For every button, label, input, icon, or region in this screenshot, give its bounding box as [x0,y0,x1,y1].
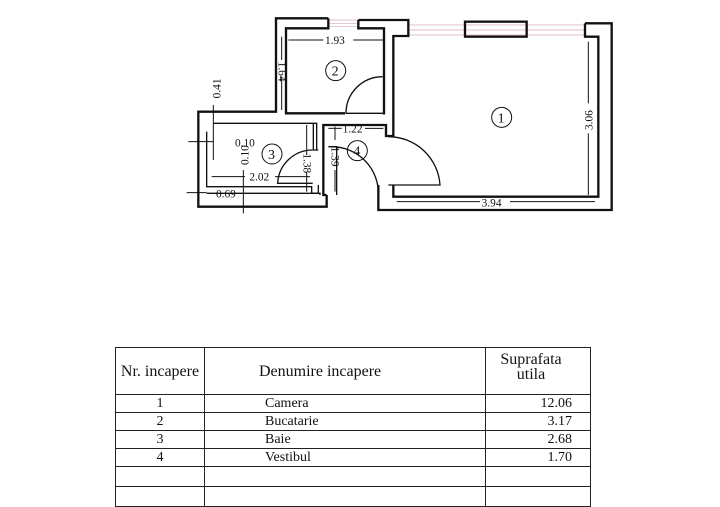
window-lines [328,19,585,36]
cell-name: Bucatarie [204,412,486,431]
table-row: 3 Baie 2.68 [115,430,591,449]
cell-name: Vestibul [204,448,486,467]
table-row: 1 Camera 12.06 [115,394,591,413]
dim-label: 1.39 [329,147,341,167]
dim-label: 0.10 [239,145,251,165]
dim-label: 3.06 [584,110,596,130]
dim-label: 0.69 [216,188,236,200]
cell-area: 2.68 [485,430,591,449]
cell-nr: 2 [115,412,205,431]
cell-name: Baie [204,430,486,449]
cell-area: 1.70 [485,448,591,467]
dim-label: 2.02 [249,172,269,184]
room-number-3: 3 [268,148,275,163]
cell-nr: 4 [115,448,205,467]
room-markers: 1 2 3 4 [261,60,513,165]
header-area: Suprafata utila [485,347,591,395]
header-nr: Nr. incapere [115,347,205,395]
dim-label: 1.22 [343,124,363,136]
table-row: 2 Bucatarie 3.17 [115,412,591,431]
empty-row [115,466,591,487]
dim-label: 1.93 [325,35,345,47]
cell-nr: 3 [115,430,205,449]
dimension-lines [186,36,595,214]
dim-label: 1.38 [300,153,312,173]
walls [197,17,613,212]
empty-row [115,486,591,507]
cell-name: Camera [204,394,486,413]
dimension-labels: 1.93 1.64 0.41 1.22 3.06 0.10 0.10 1.38 … [212,35,596,210]
table-row: 4 Vestibul 1.70 [115,448,591,467]
cell-area: 3.17 [485,412,591,431]
doors [276,76,441,196]
cell-area: 12.06 [485,394,591,413]
room-number-4: 4 [353,145,360,160]
floor-plan: 1.93 1.64 0.41 1.22 3.06 0.10 0.10 1.38 … [186,17,613,214]
dim-label: 1.64 [275,62,287,82]
dim-label: 0.41 [212,79,224,99]
table-header: Nr. incapere Denumire incapere Suprafata… [115,347,591,395]
header-name: Denumire incapere [204,347,486,395]
dim-label: 0.10 [235,138,255,150]
rooms-table: Nr. incapere Denumire incapere Suprafata… [115,347,591,507]
room-number-2: 2 [332,65,339,80]
dim-label: 3.94 [482,198,502,210]
room-number-1: 1 [498,111,505,126]
cell-nr: 1 [115,394,205,413]
